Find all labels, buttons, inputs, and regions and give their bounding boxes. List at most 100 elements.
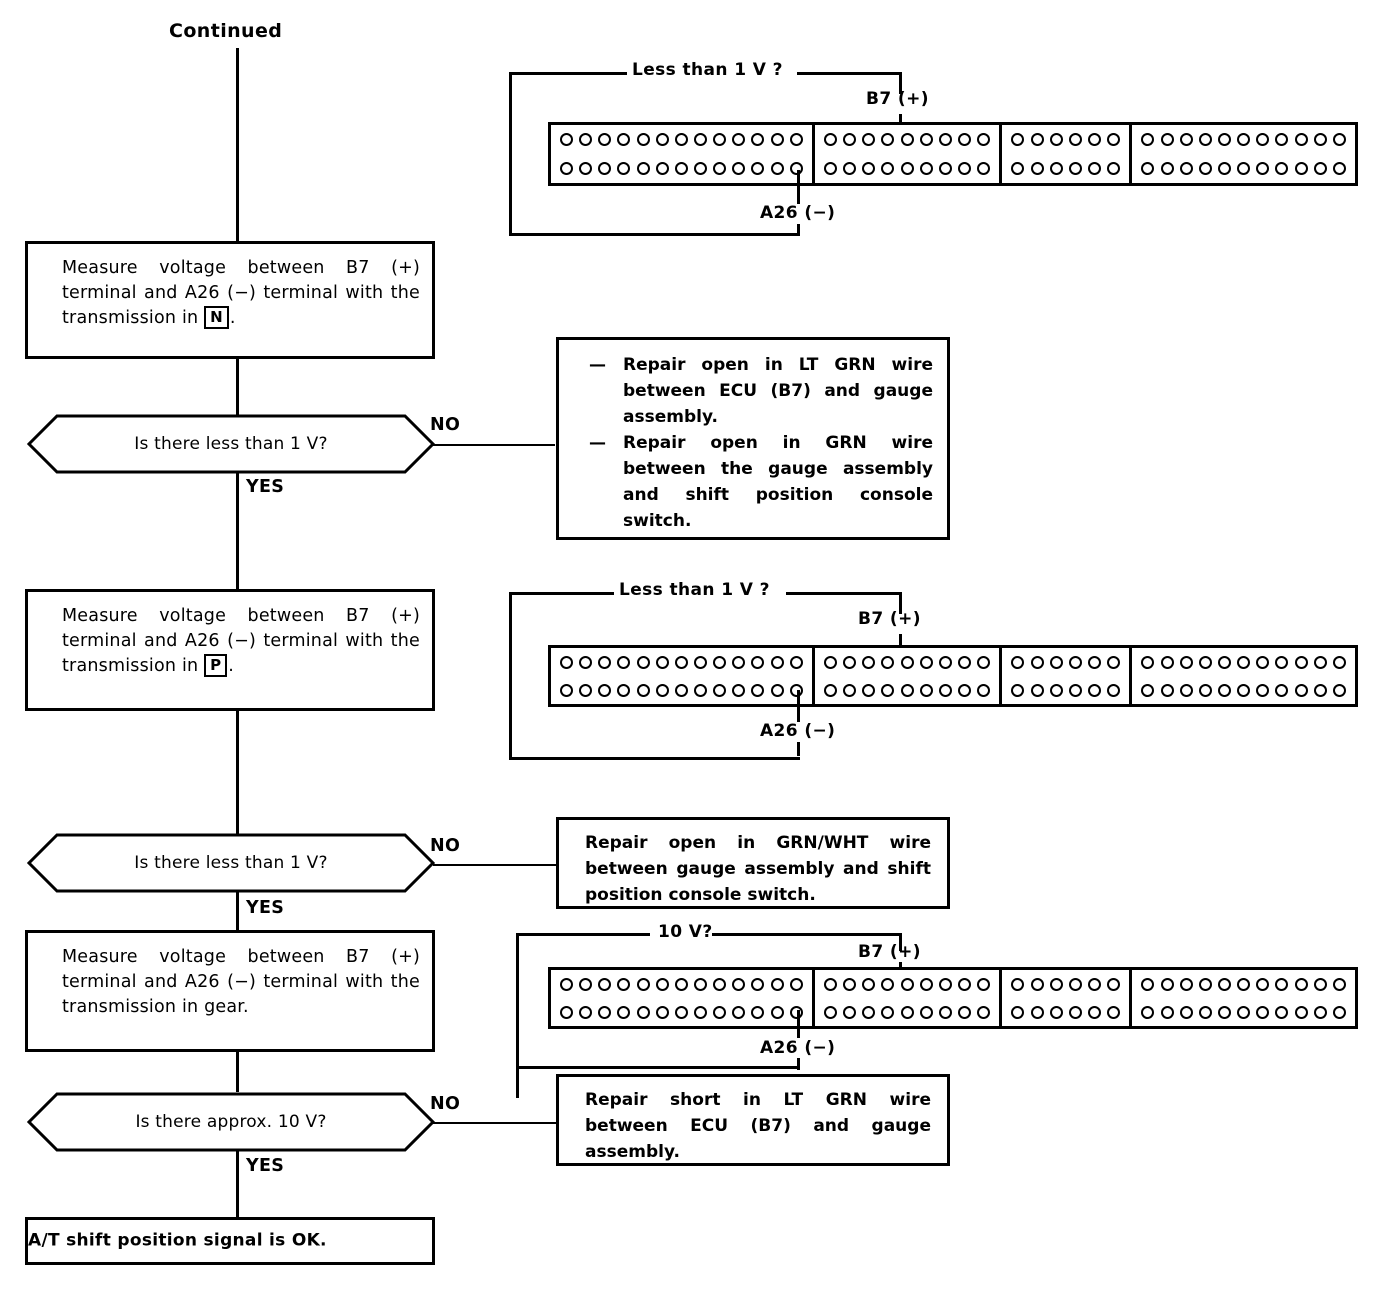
connector-pin [843, 683, 857, 697]
connector-2-bracket-top-right [786, 592, 902, 595]
connector-pin [636, 1005, 650, 1019]
connector-pin [770, 977, 784, 991]
connector-pin [674, 977, 688, 991]
connector-pin [824, 977, 838, 991]
connector-segment [815, 648, 1003, 704]
measure-box-neutral: Measure voltage between B7 (+) terminal … [25, 241, 435, 359]
connector-pin [1141, 133, 1155, 146]
connector-pin [1011, 162, 1025, 175]
continued-label: Continued [169, 20, 283, 42]
connector-pin [1294, 977, 1308, 991]
connector-pin [1107, 683, 1121, 697]
connector-pin [751, 133, 765, 146]
connector-pin [674, 655, 688, 669]
connector-pin [598, 133, 612, 146]
decision-2-question: Is there less than 1 V? [134, 853, 328, 873]
gear-indicator-p: P [204, 654, 228, 677]
connector-pin [579, 162, 593, 175]
connector-pin [694, 162, 708, 175]
connector-pin [1160, 977, 1174, 991]
connector-pin [1030, 1005, 1044, 1019]
connector-pin [1332, 655, 1346, 669]
connector-pin-row [557, 676, 806, 704]
connector-pin [958, 133, 972, 146]
connector-pin [1294, 133, 1308, 146]
repair-box-1: —Repair open in LT GRN wire between ECU … [556, 337, 950, 540]
connector-segment [815, 125, 1003, 183]
connector-pin-row [821, 154, 993, 183]
connector-2-positive-label: B7 (+) [858, 609, 921, 629]
measure-box-gear-text: Measure voltage between B7 (+) terminal … [62, 947, 420, 1017]
connector-pin [843, 977, 857, 991]
repair-box-1-item-1: —Repair open in LT GRN wire between ECU … [589, 352, 933, 430]
connector-1-bracket-label: Less than 1 V ? [632, 60, 783, 80]
connector-2-a26-pointer [797, 690, 800, 722]
connector-pin [1237, 133, 1251, 146]
connector-pin [598, 655, 612, 669]
connector-pin [1198, 683, 1212, 697]
connector-pin [1030, 162, 1044, 175]
connector-pin [655, 162, 669, 175]
connector-pin [579, 977, 593, 991]
connector-pin [1313, 977, 1327, 991]
connector-pin [1030, 977, 1044, 991]
connector-pin [919, 977, 933, 991]
connector-pin [789, 683, 803, 697]
connector-pin [1049, 133, 1063, 146]
decision-1-no-label: NO [430, 415, 461, 435]
connector-pin [579, 655, 593, 669]
connector-pin [1088, 1005, 1102, 1019]
measure-box-park-text: Measure voltage between B7 (+) terminal … [62, 606, 420, 677]
connector-pin [694, 133, 708, 146]
connector-segment [1002, 970, 1133, 1026]
connector-segment [1002, 648, 1133, 704]
decision-2-no-label: NO [430, 836, 461, 856]
connector-3-a26-pointer [797, 1010, 800, 1038]
repair-box-1-item-2: —Repair open in GRN wire between the gau… [589, 430, 933, 534]
connector-pin [1275, 683, 1289, 697]
connector-pin [938, 162, 952, 175]
connector-pin [1256, 977, 1270, 991]
connector-pin [1141, 655, 1155, 669]
connector-pin [1160, 162, 1174, 175]
connector-3-a26-drop [797, 1058, 800, 1070]
connector-pin [881, 683, 895, 697]
connector-pin [655, 683, 669, 697]
connector-pin [732, 133, 746, 146]
connector-pin [1275, 162, 1289, 175]
connector-1-bracket-top-left [509, 72, 627, 75]
connector-pin [1198, 1005, 1212, 1019]
connector-1-a26-drop [797, 224, 800, 236]
connector-pin [655, 977, 669, 991]
connector-pin [674, 1005, 688, 1019]
connector-pin [617, 162, 631, 175]
connector-pin-row [1008, 970, 1123, 998]
connector-pin [751, 977, 765, 991]
connector-pin-row [821, 970, 993, 998]
connector-pin [862, 1005, 876, 1019]
connector-pin [1313, 1005, 1327, 1019]
connector-pin [1237, 977, 1251, 991]
connector-pin [713, 1005, 727, 1019]
connector-pin [770, 683, 784, 697]
connector-pin [1198, 162, 1212, 175]
repair-box-2: Repair open in GRN/WHT wire between gaug… [556, 817, 950, 909]
connector-pin [1107, 133, 1121, 146]
connector-pin [636, 977, 650, 991]
flow-line-5 [236, 1052, 239, 1092]
connector-pin [636, 655, 650, 669]
decision-2-yes-label: YES [246, 898, 285, 918]
connector-segment [551, 970, 815, 1026]
connector-pin [1141, 162, 1155, 175]
connector-pin-row [1008, 998, 1123, 1026]
connector-pin [919, 1005, 933, 1019]
connector-pin [770, 133, 784, 146]
connector-segment [551, 125, 815, 183]
decision-3: Is there approx. 10 V? [27, 1092, 435, 1152]
flow-line-3 [236, 711, 239, 834]
connector-1-positive-label: B7 (+) [866, 89, 929, 109]
connector-pin [732, 683, 746, 697]
connector-pin [1088, 655, 1102, 669]
connector-pin [732, 162, 746, 175]
connector-pin [674, 133, 688, 146]
